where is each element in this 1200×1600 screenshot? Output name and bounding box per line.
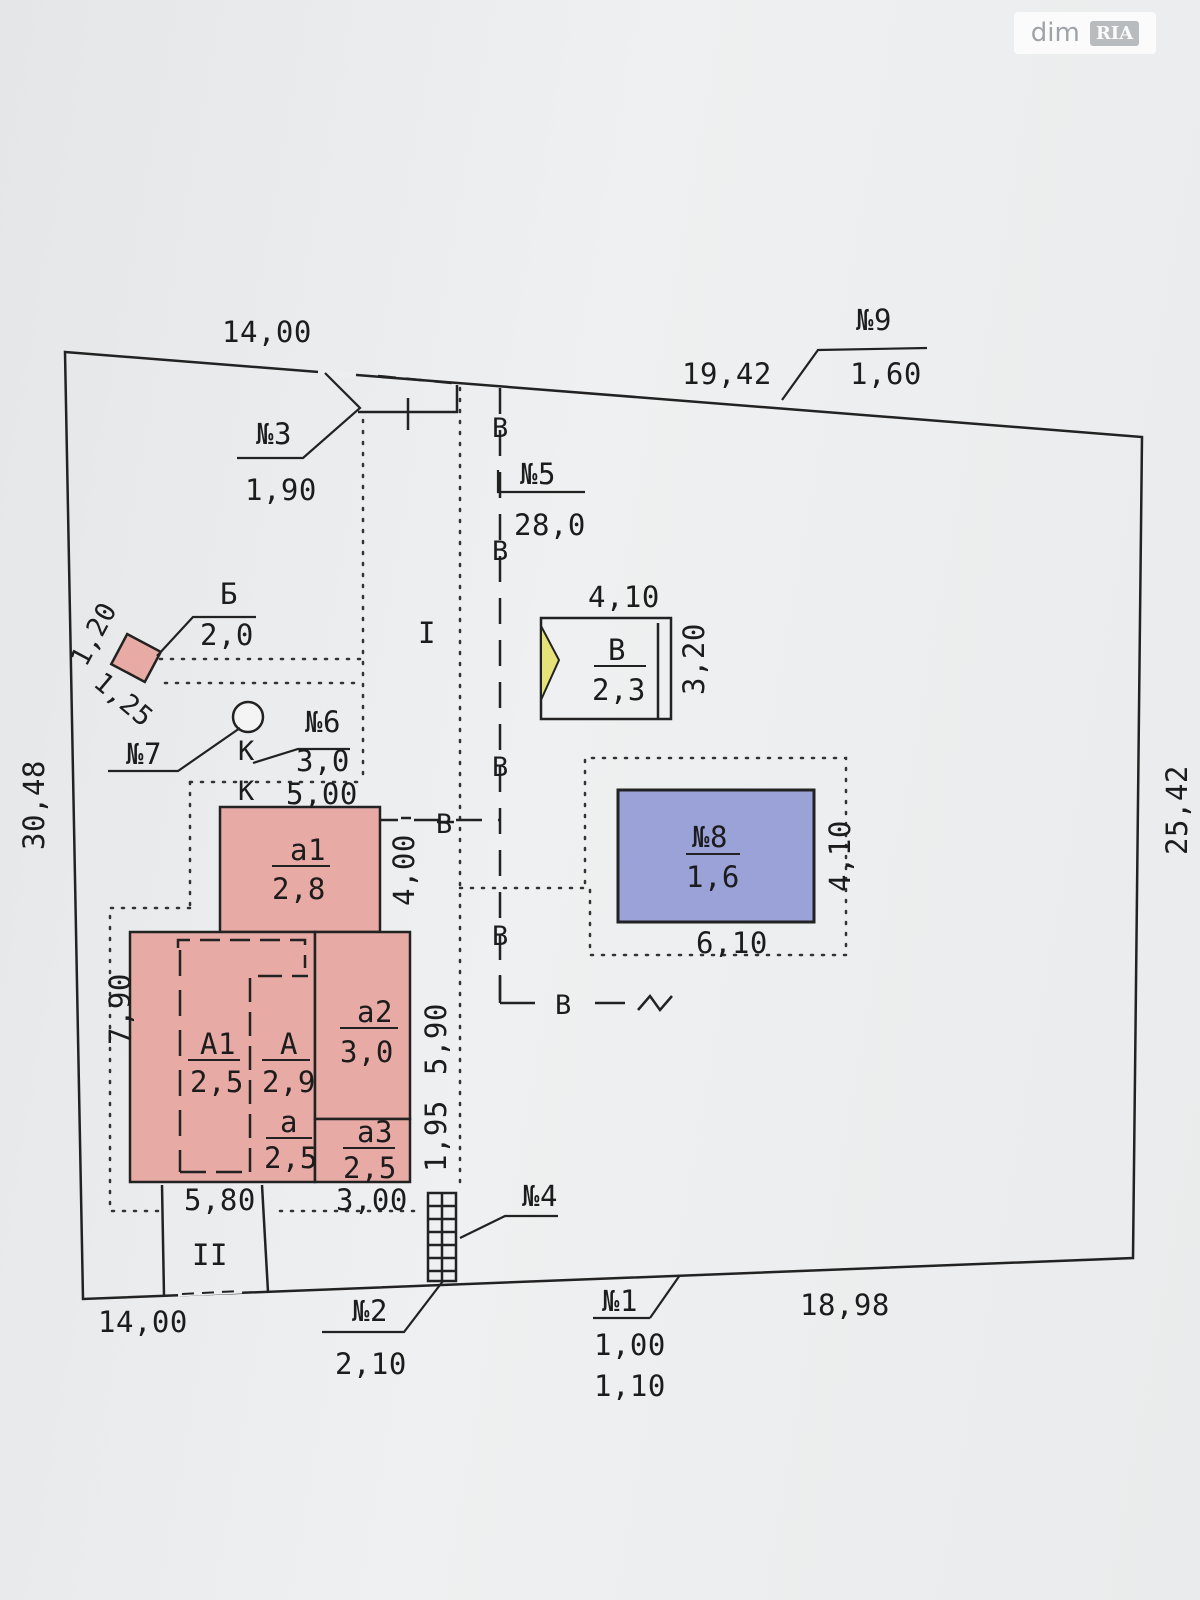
label-n8-height: 1,6 [686, 860, 740, 894]
dim-v-width: 4,10 [588, 580, 660, 614]
pipe-break-icon [637, 993, 673, 1013]
watermark: dim RIA [1014, 12, 1156, 54]
label-A1-height: 2,5 [190, 1065, 244, 1099]
dotted-paths [108, 386, 848, 1213]
label-n1: №1 [602, 1284, 638, 1318]
zone-2: II [192, 1238, 228, 1272]
dim-top-left: 14,00 [222, 315, 312, 349]
building-main [128, 930, 317, 1184]
label-n7: №7 [126, 737, 162, 771]
watermark-site: dim [1030, 18, 1080, 48]
leader-lines [108, 346, 928, 1334]
dim-a3-depth: 1,95 [419, 1100, 453, 1172]
dim-n8-depth: 4,10 [823, 820, 857, 892]
label-n6-value: 3,0 [296, 744, 350, 778]
label-a: а [280, 1105, 298, 1139]
label-A1: А1 [200, 1027, 236, 1061]
building-b-small [109, 632, 163, 684]
dim-house-width-left: 5,80 [184, 1183, 256, 1217]
zone-1: I [418, 616, 436, 650]
dim-bottom-right: 18,98 [800, 1288, 890, 1322]
label-A: А [280, 1027, 298, 1061]
dim-v-depth: 3,20 [677, 623, 711, 695]
sewer-mark-2: К [238, 776, 255, 807]
label-n6: №6 [305, 705, 341, 739]
water-line [372, 388, 502, 1000]
label-n5: №5 [520, 457, 556, 491]
dim-bottom-left: 14,00 [98, 1305, 188, 1339]
sewer-mark-1: К [238, 736, 255, 767]
label-a1-height: 2,8 [272, 872, 326, 906]
dim-right-side: 25,42 [1160, 765, 1194, 855]
label-n1-extra: 1,10 [594, 1369, 666, 1403]
water-mark-5: В [492, 921, 509, 952]
dim-a1-depth: 4,00 [387, 834, 421, 906]
dim-house-depth: 7,90 [103, 973, 137, 1045]
label-a3: а3 [357, 1115, 393, 1149]
label-n2-value: 2,10 [335, 1347, 407, 1381]
steps-n4 [426, 1191, 458, 1283]
water-mark-4: В [436, 809, 453, 840]
water-mark-1: В [492, 413, 509, 444]
building-a2 [313, 930, 412, 1121]
label-n9-value: 1,60 [850, 357, 922, 391]
yellow-entrance-mark [540, 625, 561, 701]
building-a1 [218, 805, 382, 934]
label-n2: №2 [352, 1294, 388, 1328]
water-mark-3: В [492, 752, 509, 783]
label-a-height: 2,5 [264, 1141, 318, 1175]
plot-boundary [63, 350, 1144, 1301]
label-n5-value: 28,0 [514, 508, 586, 542]
watermark-brand: RIA [1089, 20, 1140, 46]
label-v: В [608, 633, 626, 667]
label-a2: а2 [357, 995, 393, 1029]
label-n1-value: 1,00 [594, 1328, 666, 1362]
label-v-height: 2,3 [592, 673, 646, 707]
pool-n8 [616, 788, 816, 924]
dim-house-width-right: 3,00 [336, 1183, 408, 1217]
label-A-height: 2,9 [262, 1065, 316, 1099]
dim-top-right: 19,42 [682, 357, 772, 391]
label-b-small: Б [220, 577, 238, 611]
house [128, 805, 412, 1184]
label-a2-height: 3,0 [340, 1035, 394, 1069]
label-b-small-value: 2,0 [200, 618, 254, 652]
well-circle [231, 700, 265, 734]
label-a3-height: 2,5 [343, 1151, 397, 1185]
dim-a1-width: 5,00 [286, 777, 358, 811]
water-mark-2: В [492, 536, 509, 567]
water-mark-6: В [555, 990, 572, 1021]
label-n9: №9 [856, 303, 892, 337]
label-n8: №8 [692, 820, 728, 854]
dim-a2-depth: 5,90 [419, 1003, 453, 1075]
label-n3: №3 [256, 417, 292, 451]
label-n3-value: 1,90 [245, 473, 317, 507]
label-a1: а1 [290, 833, 326, 867]
building-a3 [313, 1117, 412, 1184]
dim-left-side: 30,48 [17, 760, 51, 850]
label-n4: №4 [522, 1179, 558, 1213]
dim-n8-width: 6,10 [696, 926, 768, 960]
